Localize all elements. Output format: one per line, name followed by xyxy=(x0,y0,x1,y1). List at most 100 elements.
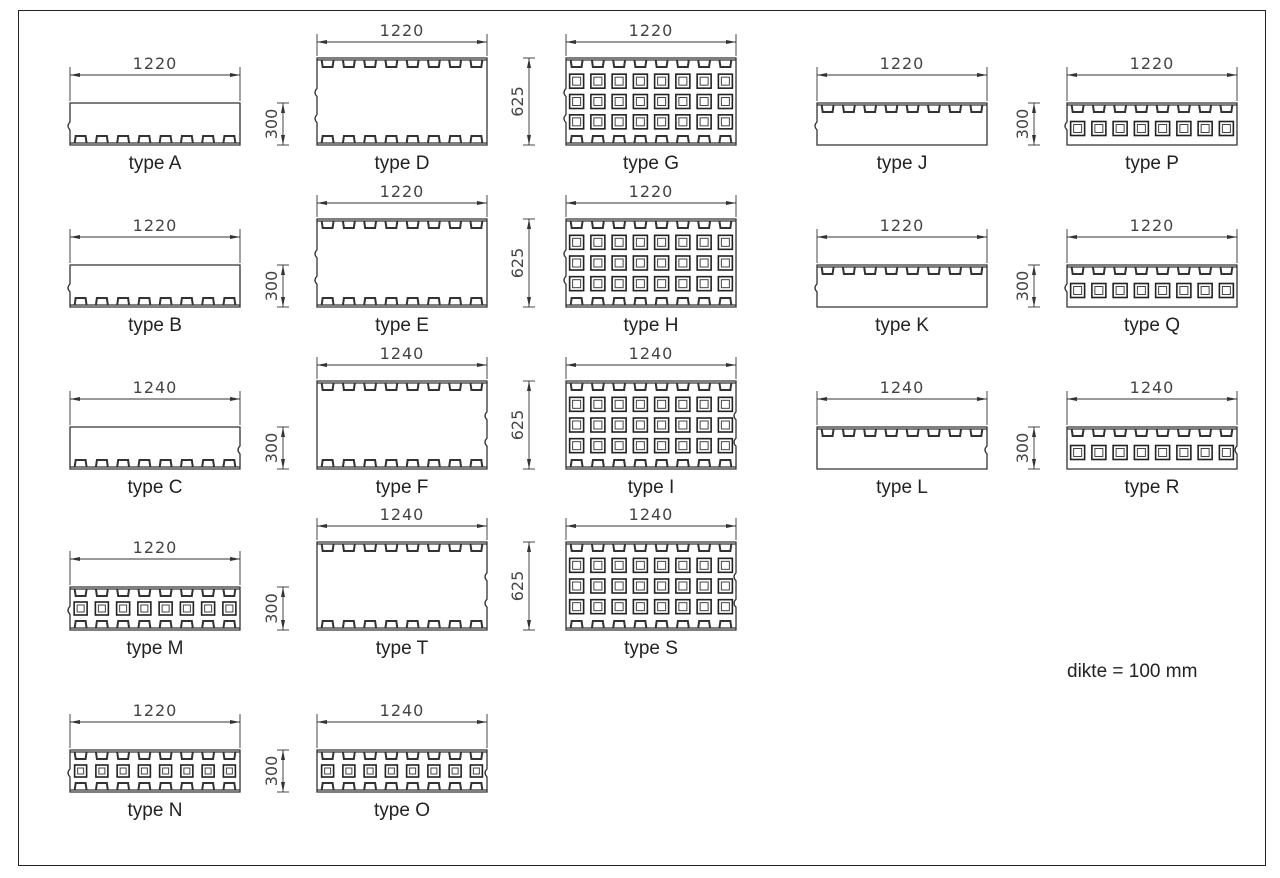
hole-inner xyxy=(699,97,709,106)
hole xyxy=(696,396,712,413)
hole-inner xyxy=(699,237,709,247)
tooth-profile xyxy=(820,104,984,113)
hole xyxy=(675,598,691,615)
height-dimension: 300 xyxy=(1013,264,1040,308)
hole xyxy=(1069,444,1086,461)
hole xyxy=(696,557,712,574)
hole-inner xyxy=(204,604,213,613)
hole xyxy=(568,234,585,251)
hole xyxy=(717,93,734,110)
hole-inner xyxy=(572,441,582,451)
panel-outline xyxy=(316,380,488,470)
hole xyxy=(469,764,484,778)
hole xyxy=(590,598,606,615)
hole-inner xyxy=(657,420,667,430)
tooth-profile xyxy=(320,220,484,229)
hole-inner xyxy=(572,279,582,289)
hole-inner xyxy=(1115,286,1125,295)
hole xyxy=(653,557,670,574)
arrow-head xyxy=(281,427,285,469)
hole-inner xyxy=(161,604,170,613)
hole-inner xyxy=(699,560,709,570)
hole-inner xyxy=(1179,124,1189,133)
hole xyxy=(653,93,670,110)
hole xyxy=(653,255,670,271)
height-label: 300 xyxy=(262,433,281,464)
tooth-profile xyxy=(73,459,237,468)
hole xyxy=(405,764,420,778)
hole-inner xyxy=(572,237,582,247)
hole-inner xyxy=(1073,286,1083,295)
height-dimension: 300 xyxy=(262,102,289,146)
tooth-profile xyxy=(569,543,733,552)
hole xyxy=(696,73,712,89)
arrow-head xyxy=(281,750,285,792)
drawing-frame xyxy=(18,10,1266,866)
hole xyxy=(632,437,649,454)
hole-inner xyxy=(678,258,688,268)
hole xyxy=(653,598,670,615)
hole-inner xyxy=(657,441,667,451)
panel-outline xyxy=(565,380,737,470)
hole-inner xyxy=(720,258,730,268)
panel-outline xyxy=(1064,264,1238,308)
type-label: type J xyxy=(877,153,928,174)
width-label: 1220 xyxy=(133,538,178,557)
height-label: 300 xyxy=(262,109,281,140)
hole-inner xyxy=(614,560,624,570)
hole-inner xyxy=(593,560,603,570)
hole-inner xyxy=(366,767,374,775)
hole xyxy=(568,275,585,292)
arrow-head xyxy=(281,587,285,630)
hole xyxy=(568,598,585,615)
hole xyxy=(590,417,606,433)
hole-inner xyxy=(657,279,667,289)
hole xyxy=(116,764,130,778)
hole xyxy=(717,578,734,594)
hole-inner xyxy=(140,767,148,775)
hole xyxy=(73,764,88,778)
hole-inner xyxy=(1094,448,1104,457)
panel-outline xyxy=(314,57,488,146)
width-label: 1220 xyxy=(133,54,178,73)
hole xyxy=(568,73,585,89)
tooth-profile xyxy=(320,382,484,391)
hole-inner xyxy=(1200,124,1210,133)
hole-inner xyxy=(635,258,645,268)
hole-inner xyxy=(1221,124,1231,133)
hole xyxy=(1197,444,1213,461)
hole xyxy=(179,601,195,616)
hole xyxy=(137,764,152,778)
tooth-profile xyxy=(73,620,237,629)
hole-inner xyxy=(720,97,730,106)
hole-inner xyxy=(720,560,730,570)
hole xyxy=(653,73,670,89)
hole-inner xyxy=(657,258,667,268)
panel-outline xyxy=(565,541,737,631)
tooth-profile xyxy=(569,382,733,391)
hole xyxy=(137,601,152,616)
type-label: type I xyxy=(628,477,674,498)
hole-inner xyxy=(699,581,709,591)
hole xyxy=(653,234,670,251)
hole xyxy=(568,255,585,271)
hole-inner xyxy=(678,399,688,409)
hole xyxy=(611,93,627,110)
arrow-head xyxy=(527,542,531,630)
hole-inner xyxy=(451,767,459,775)
hole xyxy=(632,275,649,292)
hole-inner xyxy=(324,767,332,775)
hole-inner xyxy=(119,604,128,613)
arrow-head xyxy=(1032,265,1036,307)
hole xyxy=(590,578,606,594)
type-label: type O xyxy=(374,800,430,821)
height-label: 300 xyxy=(262,593,281,624)
height-dimension: 300 xyxy=(262,586,289,631)
hole xyxy=(632,557,649,574)
hole xyxy=(696,275,712,292)
hole xyxy=(675,557,691,574)
hole xyxy=(675,255,691,271)
height-label: 625 xyxy=(508,410,527,441)
